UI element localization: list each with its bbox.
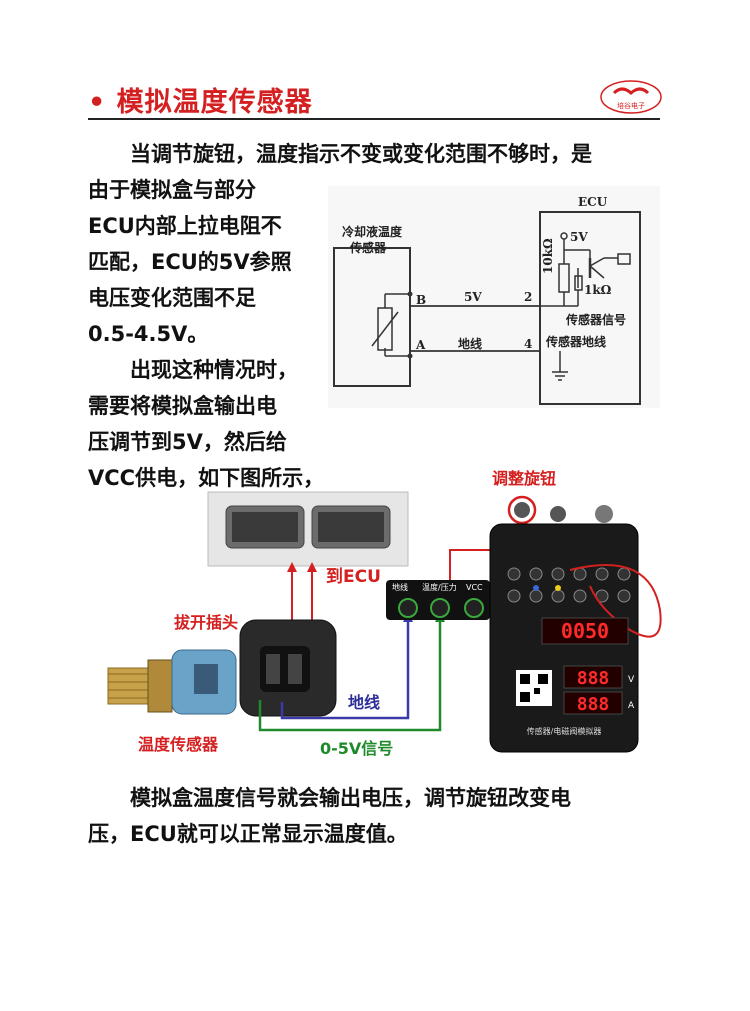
resistor-10k-label: 10kΩ	[541, 238, 555, 274]
pin-a-label: A	[415, 338, 426, 352]
signal-wire-line	[258, 620, 442, 732]
logo-text: 培谷电子	[617, 101, 645, 110]
footer-paragraph: 模拟盒温度信号就会输出电压，调节旋钮改变电 压，ECU就可以正常显示温度值。	[88, 780, 668, 852]
unplug-label: 拔开插头	[174, 613, 238, 632]
sensor-label-1: 冷却液温度	[342, 224, 403, 239]
terminal-vcc-label: VCC	[466, 583, 483, 592]
wire-ground-label: 地线	[458, 336, 482, 351]
display-bot-value: 888	[577, 694, 610, 715]
wiring-photo: 到ECU 拔开插头 温度传感器 地线 0-5V信号 地线 温度/压力 VCC 调…	[107, 470, 662, 758]
intro-text-line: 压调节到5V，然后给	[88, 430, 287, 454]
ecu-label: ECU	[578, 195, 608, 209]
unit-v: V	[628, 675, 635, 685]
intro-text-line: 需要将模拟盒输出电	[88, 394, 277, 418]
resistor-1k-label: 1kΩ	[584, 283, 612, 297]
brand-logo: 培谷电子	[600, 80, 662, 114]
intro-text-line: 电压变化范围不足	[88, 286, 256, 310]
ground-label: 传感器地线	[545, 334, 606, 349]
page-title: • 模拟温度传感器	[88, 87, 313, 118]
intro-text-line: 0.5-4.5V。	[88, 322, 209, 346]
display-mid-value: 888	[577, 668, 610, 689]
intro-text-line: 匹配，ECU的5V参照	[88, 250, 292, 274]
unit-a: A	[628, 701, 635, 711]
title-divider	[88, 118, 660, 120]
ecu-box	[539, 211, 641, 405]
temp-sensor-label: 温度传感器	[137, 735, 219, 754]
pin-4-label: 4	[524, 337, 532, 351]
terminal-ground-label: 地线	[392, 582, 408, 592]
device-name: 传感器/电磁阀模拟器	[527, 726, 602, 736]
terminal-temp-label: 温度/压力	[422, 582, 457, 592]
sensor-box	[333, 247, 411, 387]
intro-text-line: 由于模拟盒与部分	[88, 178, 256, 202]
v5-source-label: 5V	[570, 230, 588, 244]
ground-wire-line	[280, 620, 410, 720]
pin-2-label: 2	[524, 290, 532, 304]
ground-wire-label: 地线	[348, 693, 380, 712]
wire-5v-label: 5V	[464, 290, 482, 304]
footer-text-line: 压，ECU就可以正常显示温度值。	[88, 822, 408, 846]
display-top-value: 0050	[561, 619, 609, 643]
signal-wire-label: 0-5V信号	[320, 739, 393, 758]
to-ecu-label: 到ECU	[326, 567, 381, 587]
pin-b-label: B	[416, 293, 426, 307]
sensor-label-2: 传感器	[349, 240, 387, 255]
adjust-knob	[514, 502, 530, 518]
intro-text-line: 出现这种情况时，	[130, 358, 298, 382]
intro-text-line: ECU内部上拉电阻不	[88, 214, 282, 238]
intro-text-line: VCC供电，如下图所示，	[88, 466, 325, 490]
knob-highlight-circle	[507, 495, 537, 525]
adjust-knob-label: 调整旋钮	[492, 470, 556, 488]
signal-label: 传感器信号	[565, 312, 626, 327]
footer-text-line: 模拟盒温度信号就会输出电压，调节旋钮改变电	[130, 786, 571, 810]
sensor-thread	[107, 667, 149, 705]
intro-left-block: 由于模拟盒与部分 ECU内部上拉电阻不 匹配，ECU的5V参照 电压变化范围不足…	[88, 172, 338, 496]
circuit-diagram: 冷却液温度 传感器 B A 5V 地线 2 4 ECU 5V 10kΩ 1kΩ …	[328, 186, 660, 408]
intro-line-1: 当调节旋钮，温度指示不变或变化范围不够时，是	[130, 142, 592, 166]
display-top	[541, 617, 629, 645]
